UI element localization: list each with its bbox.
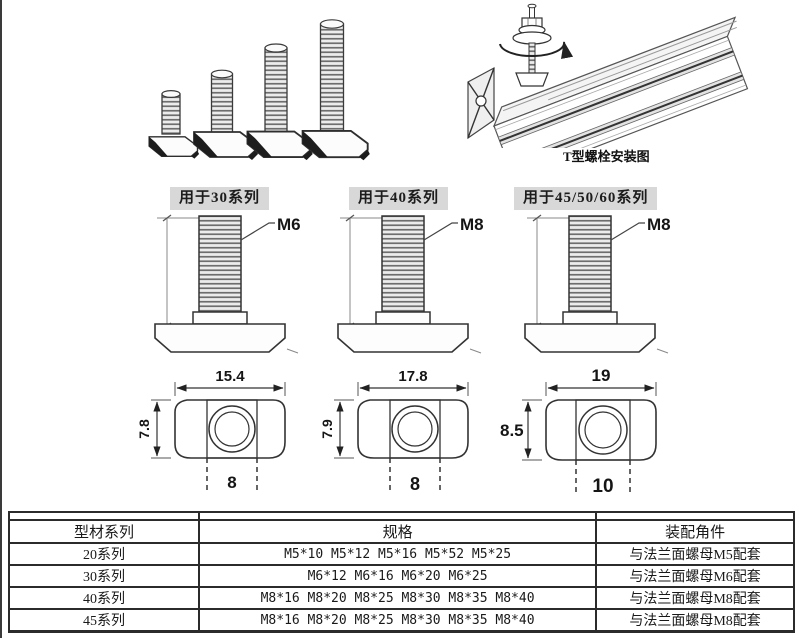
bolt-side-view-30: M6 (154, 214, 301, 354)
table-row: 45系列 M8*16 M8*20 M8*25 M8*30 M8*35 M8*40… (8, 608, 795, 633)
thread-size-label: M6 (277, 215, 301, 234)
rotation-arrow (499, 41, 573, 60)
slot-width-dim: 8 (227, 473, 236, 492)
series-cell: 30系列 (8, 564, 200, 588)
fitting-cell: 与法兰面螺母M6配套 (595, 564, 795, 588)
series-label-45-50-60: 用于45/50/60系列 (514, 187, 658, 210)
series-cell: 45系列 (8, 608, 200, 633)
leader-line (240, 222, 275, 241)
head-height-dim: 7.9 (320, 419, 335, 439)
col-header-series: 型材系列 (8, 519, 200, 544)
spec-cell: M5*10 M5*12 M5*16 M5*52 M5*25 (197, 542, 598, 566)
fitting-cell: 与法兰面螺母M5配套 (595, 542, 795, 566)
col-header-spec: 规格 (197, 519, 598, 544)
series-label-30: 用于30系列 (170, 187, 270, 210)
tbolt-medium (193, 69, 258, 160)
thread-size-label: M8 (647, 215, 671, 234)
profile-end-face (467, 66, 495, 140)
table-row: 20系列 M5*10 M5*12 M5*16 M5*52 M5*25 与法兰面螺… (8, 542, 795, 566)
tbolt-large (246, 43, 313, 161)
leader-line (423, 222, 458, 241)
tbolt-small (148, 89, 200, 159)
thread-size-label: M8 (460, 215, 484, 234)
installation-illustration (467, 3, 749, 148)
bolt-side-view-40: M8 (337, 214, 484, 354)
fitting-cell: 与法兰面螺母M8配套 (595, 586, 795, 610)
head-top-view-30: 15.4 7.8 8 (137, 368, 286, 492)
installation-caption: T型螺栓安装图 (563, 149, 650, 164)
head-width-dim: 15.4 (215, 368, 245, 385)
spacer-cell (8, 511, 200, 521)
spec-table: 型材系列 规格 装配角件 20系列 M5*10 M5*12 M5*16 M5*5… (8, 511, 795, 633)
col-header-fitting: 装配角件 (595, 519, 795, 544)
tbolt-set-illustration (148, 19, 370, 161)
slot-width-dim: 8 (410, 474, 420, 494)
spacer-cell (595, 511, 795, 521)
head-width-dim: 19 (592, 366, 611, 385)
head-top-view-45-50-60: 19 8.5 10 (500, 366, 657, 497)
series-label-40: 用于40系列 (349, 187, 449, 210)
tbolt-assembly (499, 3, 573, 87)
bolt-side-view-45-50-60: M8 (524, 214, 671, 354)
spec-cell: M8*16 M8*20 M8*25 M8*30 M8*35 M8*40 (197, 586, 598, 610)
fitting-cell: 与法兰面螺母M8配套 (595, 608, 795, 633)
table-header-row: 型材系列 规格 装配角件 (8, 519, 795, 544)
leader-line (610, 222, 645, 241)
head-height-dim: 8.5 (500, 421, 524, 440)
table-spacer-row (8, 511, 795, 521)
series-cell: 20系列 (8, 542, 200, 566)
spec-cell: M6*12 M6*16 M6*20 M6*25 (197, 564, 598, 588)
head-width-dim: 17.8 (398, 368, 427, 385)
head-top-view-40: 17.8 7.9 8 (320, 368, 469, 494)
spacer-cell (197, 511, 598, 521)
series-cell: 40系列 (8, 586, 200, 610)
aluminum-profile (492, 16, 749, 148)
slot-width-dim: 10 (592, 476, 613, 497)
spec-cell: M8*16 M8*20 M8*25 M8*30 M8*35 M8*40 (197, 608, 598, 633)
tbolt-xlarge (301, 19, 370, 161)
head-height-dim: 7.8 (137, 419, 152, 439)
table-row: 40系列 M8*16 M8*20 M8*25 M8*30 M8*35 M8*40… (8, 586, 795, 610)
table-row: 30系列 M6*12 M6*16 M6*20 M6*25 与法兰面螺母M6配套 (8, 564, 795, 588)
